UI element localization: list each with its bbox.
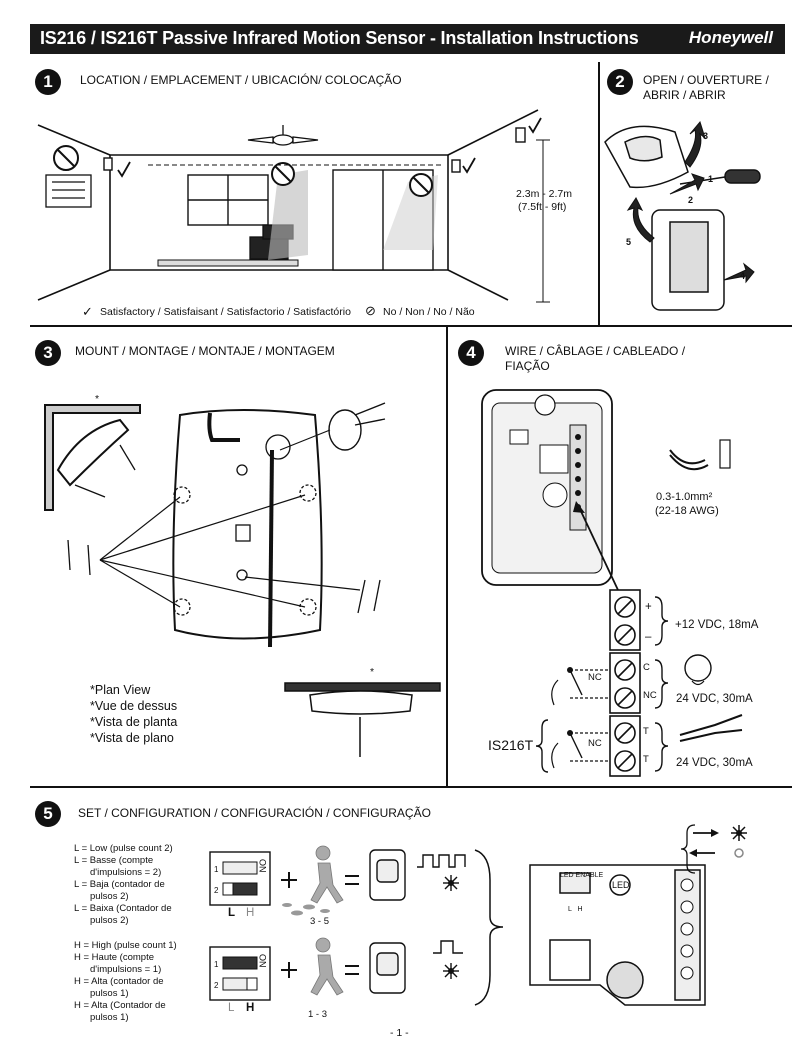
led-enable-label: LED ENABLE [560,872,604,879]
section-title-mount: MOUNT / MONTAGE / MONTAJE / MONTAGEM [75,344,335,358]
dip-l-label-high: L [228,1002,235,1014]
section-title-open-line2: ABRIR / ABRIR [643,88,726,102]
document-title: IS216 / IS216T Passive Infrared Motion S… [40,28,639,48]
dip-on-high: ON [257,954,268,968]
wire-awg: (22-18 AWG) [655,505,719,517]
step-number-3: 3 [35,340,61,366]
divider-v1 [598,62,600,325]
high-note-5: H = Alta (Contador de [74,1000,166,1011]
legend-satisfactory: Satisfactory / Satisfaisant / Satisfacto… [100,306,351,318]
low-note-0: L = Low (pulse count 2) [74,843,173,854]
dip-1-high: 1 [214,960,219,969]
high-note-4: pulsos 1) [90,988,129,999]
terminal-c: C [643,662,650,673]
low-note-6: pulsos 2) [90,915,129,926]
open-step-1: 1 [708,174,714,184]
low-note-4: pulsos 2) [90,891,129,902]
low-note-1: L = Basse (compte [74,855,154,866]
relay-rating-alarm: 24 VDC, 30mA [676,693,753,705]
terminal-t2: T [643,754,649,765]
dip-2-low: 2 [214,886,219,895]
dip-l-label-low: L [228,907,236,919]
divider-h2 [30,786,792,788]
terminal-minus: – [645,631,652,643]
wire-gauge: 0.3-1.0mm² [656,491,713,503]
section-title-wire-line2: FIAÇÃO [505,359,550,373]
switch-nc-1: NC [588,672,602,683]
section-title-wire-line1: WIRE / CÂBLAGE / CABLEADO / [505,344,686,358]
open-step-2: 2 [688,195,694,205]
asterisk-plan: * [370,666,375,678]
dip-on-low: ON [257,859,268,873]
high-note-0: H = High (pulse count 1) [74,940,177,951]
height-range: 2.3m - 2.7m [516,188,573,200]
divider-v2 [446,327,448,787]
model-label: IS216T [488,737,534,753]
power-rating: +12 VDC, 18mA [675,619,759,631]
step-number-5: 5 [35,801,61,827]
high-note-2: d'impulsions = 1) [90,964,162,975]
header: IS216 / IS216T Passive Infrared Motion S… [0,0,808,62]
open-step-3: 3 [703,131,709,141]
dip-1-low: 1 [214,865,219,874]
relay-rating-tamper: 24 VDC, 30mA [676,757,753,769]
section-title-set: SET / CONFIGURATION / CONFIGURACIÓN / CO… [78,806,431,820]
checkmark-icon: ✓ [82,304,93,319]
plan-view-en: *Plan View [90,683,151,697]
legend-no: No / Non / No / Não [383,306,475,318]
step-number-1: 1 [35,69,61,95]
dip-h-label-low: H [246,907,255,919]
plan-view-pt: *Vista de plano [90,731,174,745]
set-illustration [209,824,747,1006]
brand-logo: Honeywell [688,28,773,47]
dip-2-high: 2 [214,981,219,990]
terminal-nc: NC [643,690,657,701]
plan-view-fr: *Vue de dessus [90,699,178,713]
low-note-2: d'impulsions = 2) [90,867,162,878]
open-step-5: 5 [626,237,632,247]
open-step-4: 4 [740,271,746,281]
divider-h1 [30,325,792,327]
page-number: - 1 - [390,1027,409,1039]
steps-high: 1 - 3 [308,1009,328,1020]
wire-illustration [481,389,743,777]
section-title-open-line1: OPEN / OUVERTURE / [643,73,769,87]
lh-switch-label: L H [568,906,583,913]
mount-illustration [44,402,441,757]
high-note-6: pulsos 1) [90,1012,129,1023]
plan-view-es: *Vista de planta [90,715,178,729]
prohibited-icon: ⊘ [365,303,376,318]
low-note-5: L = Baixa (Contador de [74,903,172,914]
dip-h-label-high: H [246,1002,255,1014]
asterisk-corner: * [95,393,100,405]
steps-low: 3 - 5 [310,916,330,927]
switch-nc-2: NC [588,738,602,749]
height-range-ft: (7.5ft - 9ft) [518,201,567,213]
step-number-2: 2 [607,69,633,95]
low-note-3: L = Baja (contador de [74,879,165,890]
step-number-4: 4 [458,340,484,366]
header-bar [30,24,785,54]
high-note-1: H = Haute (compte [74,952,154,963]
terminal-t1: T [643,726,649,737]
high-note-3: H = Alta (contador de [74,976,164,987]
led-label: LED [612,880,630,890]
model-brace [535,719,549,773]
section-title-location: LOCATION / EMPLACEMENT / UBICACIÓN/ COLO… [80,73,402,87]
room-illustration [37,109,550,303]
terminal-plus: + [645,601,652,613]
open-sensor-illustration [604,120,761,311]
